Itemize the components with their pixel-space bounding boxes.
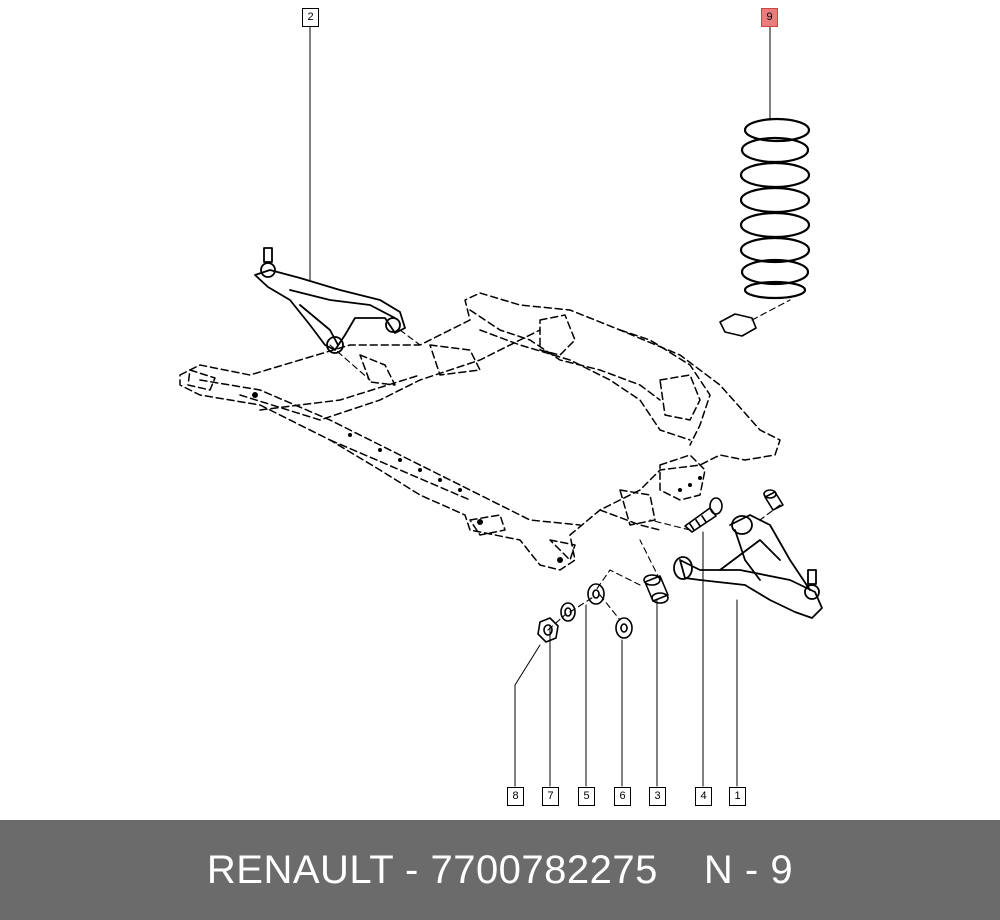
callout-7[interactable]: 7 — [542, 787, 559, 806]
suspension-parts-diagram — [179, 25, 823, 787]
coil-spring-part-9 — [739, 117, 811, 300]
spring-seat — [719, 313, 757, 337]
callout-5[interactable]: 5 — [578, 787, 595, 806]
leader-lines — [309, 25, 771, 787]
callout-3[interactable]: 3 — [649, 787, 666, 806]
footer-bar: RENAULT - 7700782275 N - 9 — [0, 820, 1000, 920]
callout-4[interactable]: 4 — [695, 787, 712, 806]
assembly-lines — [329, 299, 791, 631]
callout-1[interactable]: 1 — [729, 787, 746, 806]
upper-arm-part-2 — [254, 247, 406, 354]
nut-part-8 — [537, 617, 559, 643]
washer-part-5 — [587, 583, 605, 605]
callout-8[interactable]: 8 — [507, 787, 524, 806]
position-label: N - 9 — [703, 848, 794, 892]
washer-part-6 — [615, 617, 633, 639]
bush-top — [763, 489, 784, 511]
callout-2[interactable]: 2 — [302, 8, 319, 27]
brand-part-number: RENAULT - 7700782275 — [206, 848, 658, 892]
bush-part-3 — [643, 574, 669, 604]
callout-6[interactable]: 6 — [614, 787, 631, 806]
lower-arm-part-1 — [673, 514, 823, 619]
callout-9-highlighted[interactable]: 9 — [761, 8, 778, 27]
washer-part-7 — [560, 602, 576, 622]
bolt-part-4 — [684, 497, 723, 533]
subframe — [179, 292, 781, 571]
